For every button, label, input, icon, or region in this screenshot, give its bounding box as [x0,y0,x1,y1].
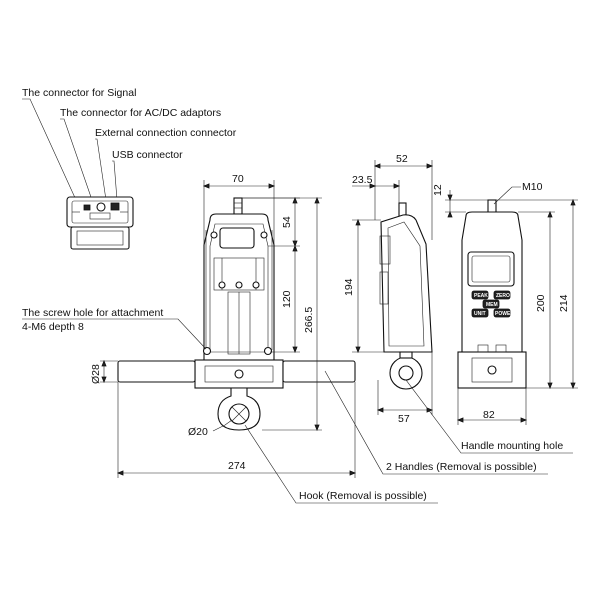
dim-70: 70 [232,173,244,185]
mem-key-shape [482,299,500,309]
front-view-gauge [117,197,356,431]
callout-external-connector: External connection connector [95,127,237,139]
dim-57: 57 [398,413,410,425]
callout-screw-hole-spec: 4-M6 depth 8 [22,321,84,333]
dim-266-5: 266.5 [303,307,315,333]
zero-key-shape [493,290,511,300]
dim-20: Ø20 [188,426,208,438]
callout-signal-connector: The connector for Signal [22,87,136,99]
dim-m10: M10 [522,181,543,193]
callout-acdc-connector: The connector for AC/DC adaptors [60,107,221,119]
leader-handle-mounting-hole [405,379,573,454]
side-view-gauge [379,202,433,390]
dim-82: 82 [483,409,495,421]
callout-hook: Hook (Removal is possible) [299,490,427,502]
key-unit: UNIT [474,311,486,317]
key-mem: MEM [486,302,498,308]
display-view-gauge [457,199,527,389]
key-peak: PEAK [474,293,488,299]
key-power: POWER [495,311,514,317]
dim-12: 12 [432,184,444,196]
leader-hook [244,424,438,504]
unit-key-shape [471,308,489,318]
leader-screw-hole [22,318,207,350]
callout-screw-hole-title: The screw hole for attachment [22,307,163,319]
dim-28: Ø28 [90,364,102,384]
peak-key-shape [471,290,489,300]
connector-panel-top-view [66,196,134,250]
front-view-dimensions [100,180,357,478]
dim-200: 200 [535,294,547,312]
power-key-shape [493,308,511,318]
dim-54: 54 [281,216,293,228]
leader-handles [324,370,548,475]
dim-194: 194 [343,278,355,296]
dim-214: 214 [558,294,570,312]
dim-120: 120 [281,290,293,308]
callout-usb-connector: USB connector [112,149,183,161]
key-zero: ZERO [496,293,510,299]
callout-handles: 2 Handles (Removal is possible) [386,461,537,473]
dim-274: 274 [228,460,246,472]
dim-23-5: 23.5 [352,174,373,186]
dim-52: 52 [396,153,408,165]
side-view-dimensions [352,160,434,415]
callout-handle-mounting-hole: Handle mounting hole [461,440,563,452]
display-view-dimensions [445,186,578,425]
callout-leaders-top [22,98,118,201]
